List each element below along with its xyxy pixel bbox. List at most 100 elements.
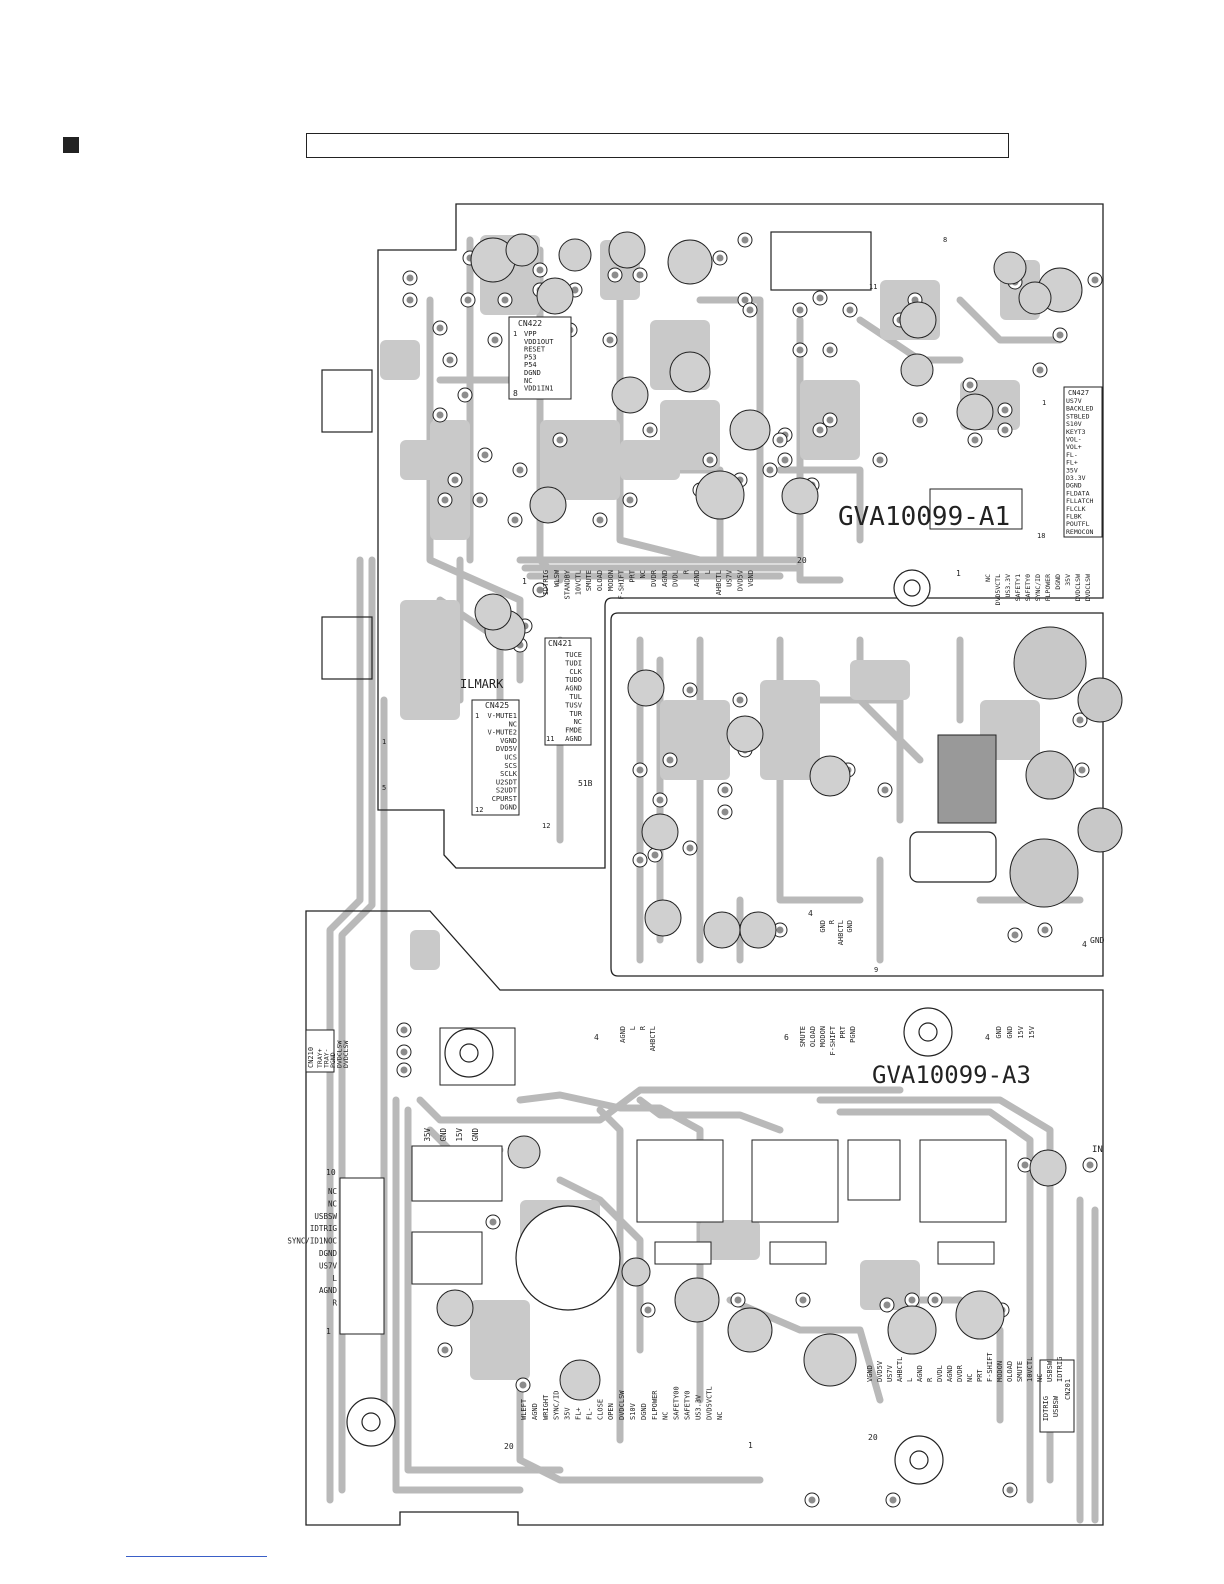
left-stack-pin: DGND [319,1249,338,1258]
supply-connector-pin: GND [995,1026,1003,1039]
mark-label: ILMARK [460,677,504,691]
left-stack-pin: R [332,1299,337,1308]
cn427-pin: FL+ [1066,459,1078,467]
amp-connector-pin: AHBCTL [649,1026,657,1051]
pin-number: 8 [943,236,947,244]
cn425-pin: UCS [504,754,517,762]
cn421-pin: TUDI [565,659,582,667]
pin-number: 12 [542,822,550,830]
gnd-label: GND [1090,936,1105,945]
in-label: IN [1092,1145,1103,1155]
cn427-pin: KEYT3 [1066,428,1086,436]
control-connector-pin: OLOAD [809,1026,817,1047]
right-connector-pin: US3.3V [1004,574,1012,598]
top-connector-pin: 10VCTL [574,570,582,595]
top-connector-pin: AGND [693,570,701,587]
right-connector-pin: DGND [1054,574,1062,590]
cn427-pin: D3.3V [1066,474,1086,482]
cn427-pin: DGND [1066,482,1082,490]
top-connector-pin: MODON [607,570,615,591]
cn422-pin: P53 [524,353,537,361]
board-number: 51B [578,779,593,788]
lower-board-outline [305,910,1104,1526]
cn201-pin: USBSW [1052,1395,1060,1417]
pin-number: 4 [808,909,813,918]
left-stack-pin: AGND [319,1286,338,1295]
cn427-pin: REMOCON [1066,528,1093,536]
control-connector-pin: SMUTE [799,1026,807,1047]
bottom-right-connector-pin: MODON [996,1361,1004,1382]
pin-number: 1 [522,577,527,586]
cn425-pin: S2UDT [496,787,518,795]
bottom-right-connector-pin: US7V [886,1364,894,1382]
cn422-pin-number: 8 [513,389,518,398]
bottom-connector-pin: DVDCLSW [618,1390,626,1420]
left-stack-pin: L [332,1274,337,1283]
cn422-pin: NC [524,377,532,385]
left-connector-stack [339,1177,385,1335]
left-stack-pin: IDTRIG [310,1224,338,1233]
right-connector-pin: FLPOWER [1044,574,1052,601]
cn425-pin: DGND [500,803,517,811]
cn427-pin: BACKLED [1066,405,1093,413]
pin-number: 20 [504,1442,514,1451]
supply-connector-pin: 15V [1017,1025,1025,1038]
pin-number: 1 [1042,399,1046,407]
bottom-connector-pin: FLPOWER [651,1390,659,1420]
cn421-pin: FMDE [565,727,582,735]
bottom-right-connector-pin: AHBCTL [896,1357,904,1382]
right-connector-pin: 35V [1064,574,1072,586]
pin-number: 1 [382,738,386,746]
left-stack-pin: SYNC/ID1NOC [287,1237,337,1246]
heatsink-pad [909,831,997,883]
cn210-pin: TRAY- [323,1048,331,1068]
cn421-pin: TUDO [565,676,582,684]
amp-ic [937,734,997,824]
supply-connector-pin: GND [1006,1026,1014,1039]
pin-number: 4 [594,1033,599,1042]
cn427-pin: FLLATCH [1066,497,1093,505]
cn425-pin-number: 12 [475,806,483,814]
bottom-connector-pin: DGND [640,1403,648,1420]
left-stack-pin: USBSW [314,1212,337,1221]
cn421-pin: TUL [569,693,582,701]
cn427-box [1063,386,1103,538]
cn421-title: CN421 [548,639,572,648]
mounting-holes [346,569,953,1485]
cn427-pin: FLCLK [1066,505,1086,513]
supply-pin: 15V [455,1128,464,1142]
cn427-pin: US7V [1066,397,1082,405]
bottom-connector-pin: S10V [629,1402,637,1420]
top-connector-pin: VGND [747,570,755,587]
left-stack-pin: US7V [319,1261,338,1270]
top-connector-pin: PRT [628,569,636,582]
left-stack-pin: NC [328,1199,337,1208]
supply-pin: 35V [423,1128,432,1142]
power-transistors [636,1139,1007,1265]
audio-connector-pin: AHBCTL [837,920,845,945]
cn422-pin: DGND [524,369,541,377]
pin-number: 10 [326,1168,336,1177]
section-title-box [306,133,1009,158]
cn210-pin: DVDCLSW [336,1041,344,1068]
bottom-connector-pin: FL+ [575,1407,583,1420]
middle-board-outline [610,612,1104,977]
bottom-connector-pin: DVD5VCTL [705,1386,713,1420]
bottom-right-connector-pin: F-SHIFT [986,1352,994,1382]
cn421-pin: TUSV [565,701,583,709]
control-connector-pin: MODON [819,1026,827,1047]
cn425-pin: U2SDT [496,778,518,786]
cn427-pin: VOL- [1066,436,1082,444]
pin-number: 18 [1037,532,1045,540]
cn427-pin: STBLED [1066,412,1090,420]
top-connector-pin: R [682,569,690,574]
pin-number: 1 [956,569,961,578]
supply-pin: GND [439,1128,448,1142]
bottom-right-connector-pin: R [926,1377,934,1382]
av-jack-top [321,369,373,433]
pin-number: 1 [748,1441,753,1450]
cn421-pin: TUCE [565,651,582,659]
cn201-title: CN201 [1064,1379,1072,1400]
bottom-right-connector-pin: VGND [866,1365,874,1382]
bottom-connector-pin: FL- [585,1407,593,1420]
